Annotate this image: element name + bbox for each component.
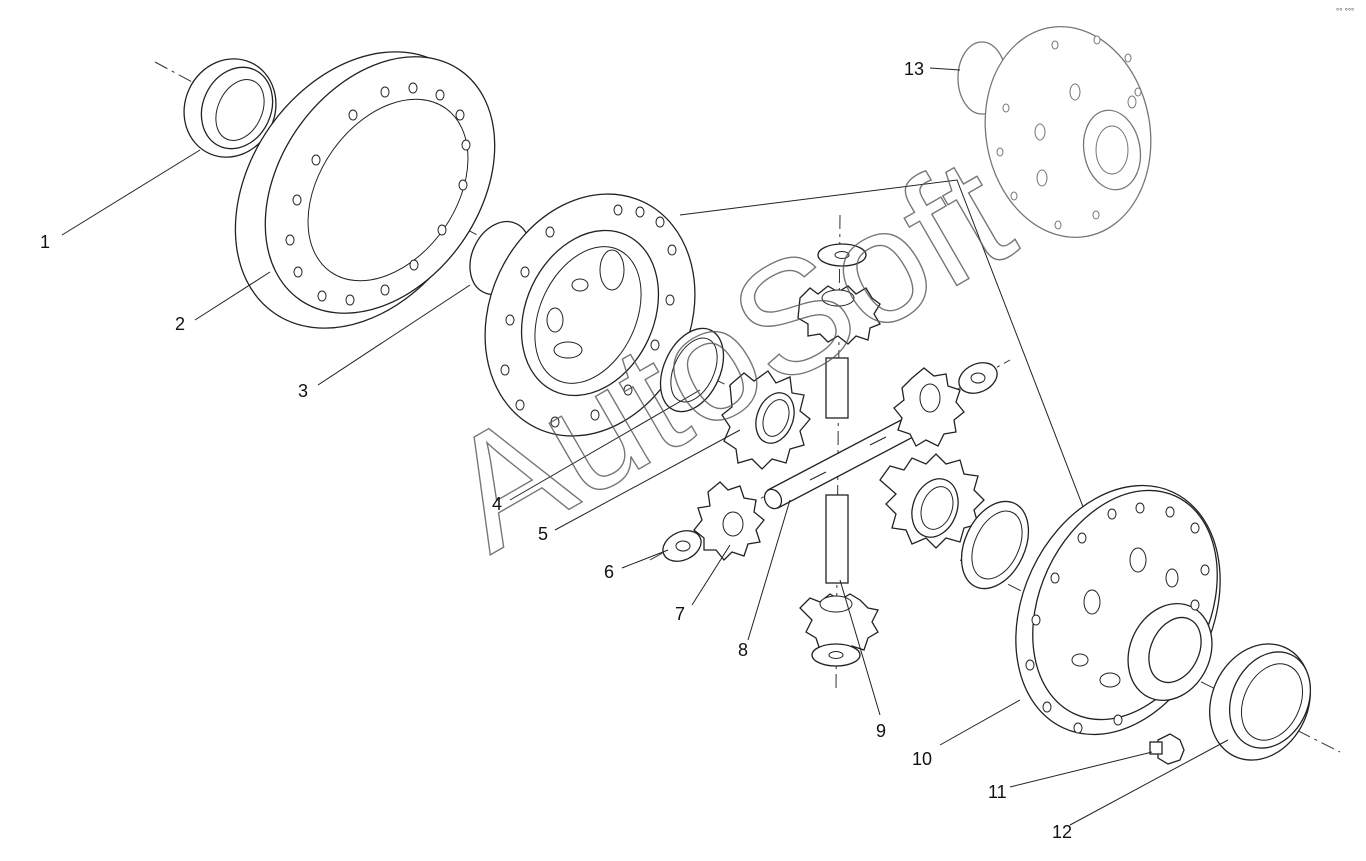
pinion-shaft-part-9 xyxy=(797,243,881,667)
leader-lines xyxy=(61,67,1229,826)
ring-gear-part-2 xyxy=(234,51,496,329)
callout-labels: 1 2 3 4 5 6 7 8 9 10 11 12 13 xyxy=(40,59,1072,842)
bearing-part-12 xyxy=(1208,643,1312,761)
side-gear-right xyxy=(879,453,985,549)
bolt-part-11 xyxy=(1149,733,1185,765)
assembly-outline xyxy=(679,179,1086,513)
differential-case-part-10 xyxy=(1015,484,1221,736)
callout-6: 6 xyxy=(604,562,614,582)
callout-7: 7 xyxy=(675,604,685,624)
washer-part-6 xyxy=(662,530,702,562)
corner-mark: °° °°° xyxy=(1336,7,1354,16)
pinion-gear-right xyxy=(893,362,998,447)
pinion-gear-part-7 xyxy=(693,481,765,561)
side-gear-part-5 xyxy=(721,370,811,470)
thrust-washer-part-4 xyxy=(659,327,725,413)
callout-1: 1 xyxy=(40,232,50,252)
callout-13: 13 xyxy=(904,59,924,79)
callout-8: 8 xyxy=(738,640,748,660)
callout-12: 12 xyxy=(1052,822,1072,842)
callout-3: 3 xyxy=(298,381,308,401)
callout-10: 10 xyxy=(912,749,932,769)
thrust-washer-right xyxy=(960,500,1030,590)
differential-case-part-3 xyxy=(469,193,696,437)
cross-shaft-part-8 xyxy=(763,417,916,510)
callout-2: 2 xyxy=(175,314,185,334)
bearing-part-1 xyxy=(183,58,277,158)
callout-5: 5 xyxy=(538,524,548,544)
callout-11: 11 xyxy=(988,782,1007,802)
callout-9: 9 xyxy=(876,721,886,741)
assembled-case-part-13 xyxy=(957,25,1152,239)
callout-4: 4 xyxy=(492,494,502,514)
